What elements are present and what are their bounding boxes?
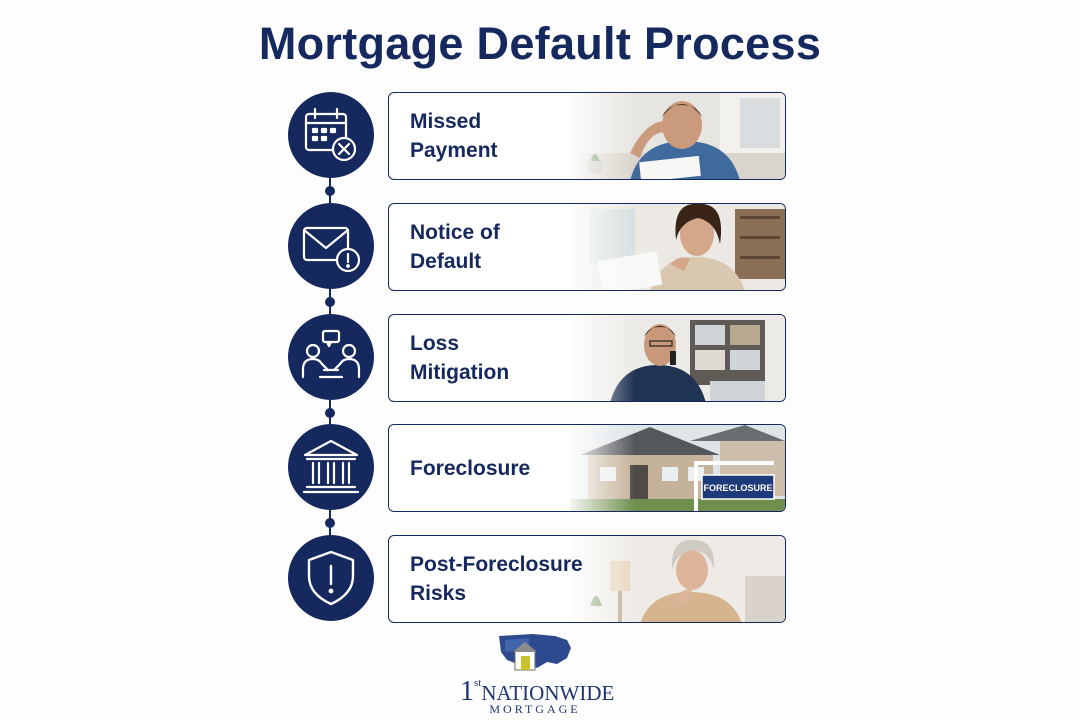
timeline-dot — [325, 186, 335, 196]
envelope-alert-icon — [302, 226, 361, 273]
step-4-badge — [288, 424, 374, 510]
usa-map-house-logo-icon — [499, 634, 571, 671]
shield-alert-icon — [307, 550, 355, 606]
photo-fade — [565, 93, 635, 179]
timeline-dot — [325, 297, 335, 307]
timeline-dot — [325, 518, 335, 528]
step-card-foreclosure: Foreclosure FORECLOSURE — [388, 424, 786, 512]
photo-fade — [565, 204, 635, 290]
timeline-dot — [325, 408, 335, 418]
page-title: Mortgage Default Process — [258, 18, 822, 69]
calendar-x-icon — [304, 107, 357, 162]
step-3-badge — [288, 314, 374, 400]
company-logo: 1stNATIONWIDE MORTGAGE — [460, 630, 620, 718]
foreclosure-sign-text: FORECLOSURE — [703, 483, 772, 493]
logo-subtitle: MORTGAGE — [489, 702, 581, 716]
logo-wordmark: 1stNATIONWIDE — [460, 676, 615, 707]
step-5-badge — [288, 535, 374, 621]
photo-fade — [565, 425, 635, 511]
step-1-badge — [288, 92, 374, 178]
bank-building-icon — [302, 439, 360, 494]
photo-fade — [565, 536, 635, 622]
photo-fade — [565, 315, 635, 401]
step-2-badge — [288, 203, 374, 289]
step-label: Foreclosure — [410, 456, 531, 480]
discussion-people-icon — [301, 329, 361, 379]
